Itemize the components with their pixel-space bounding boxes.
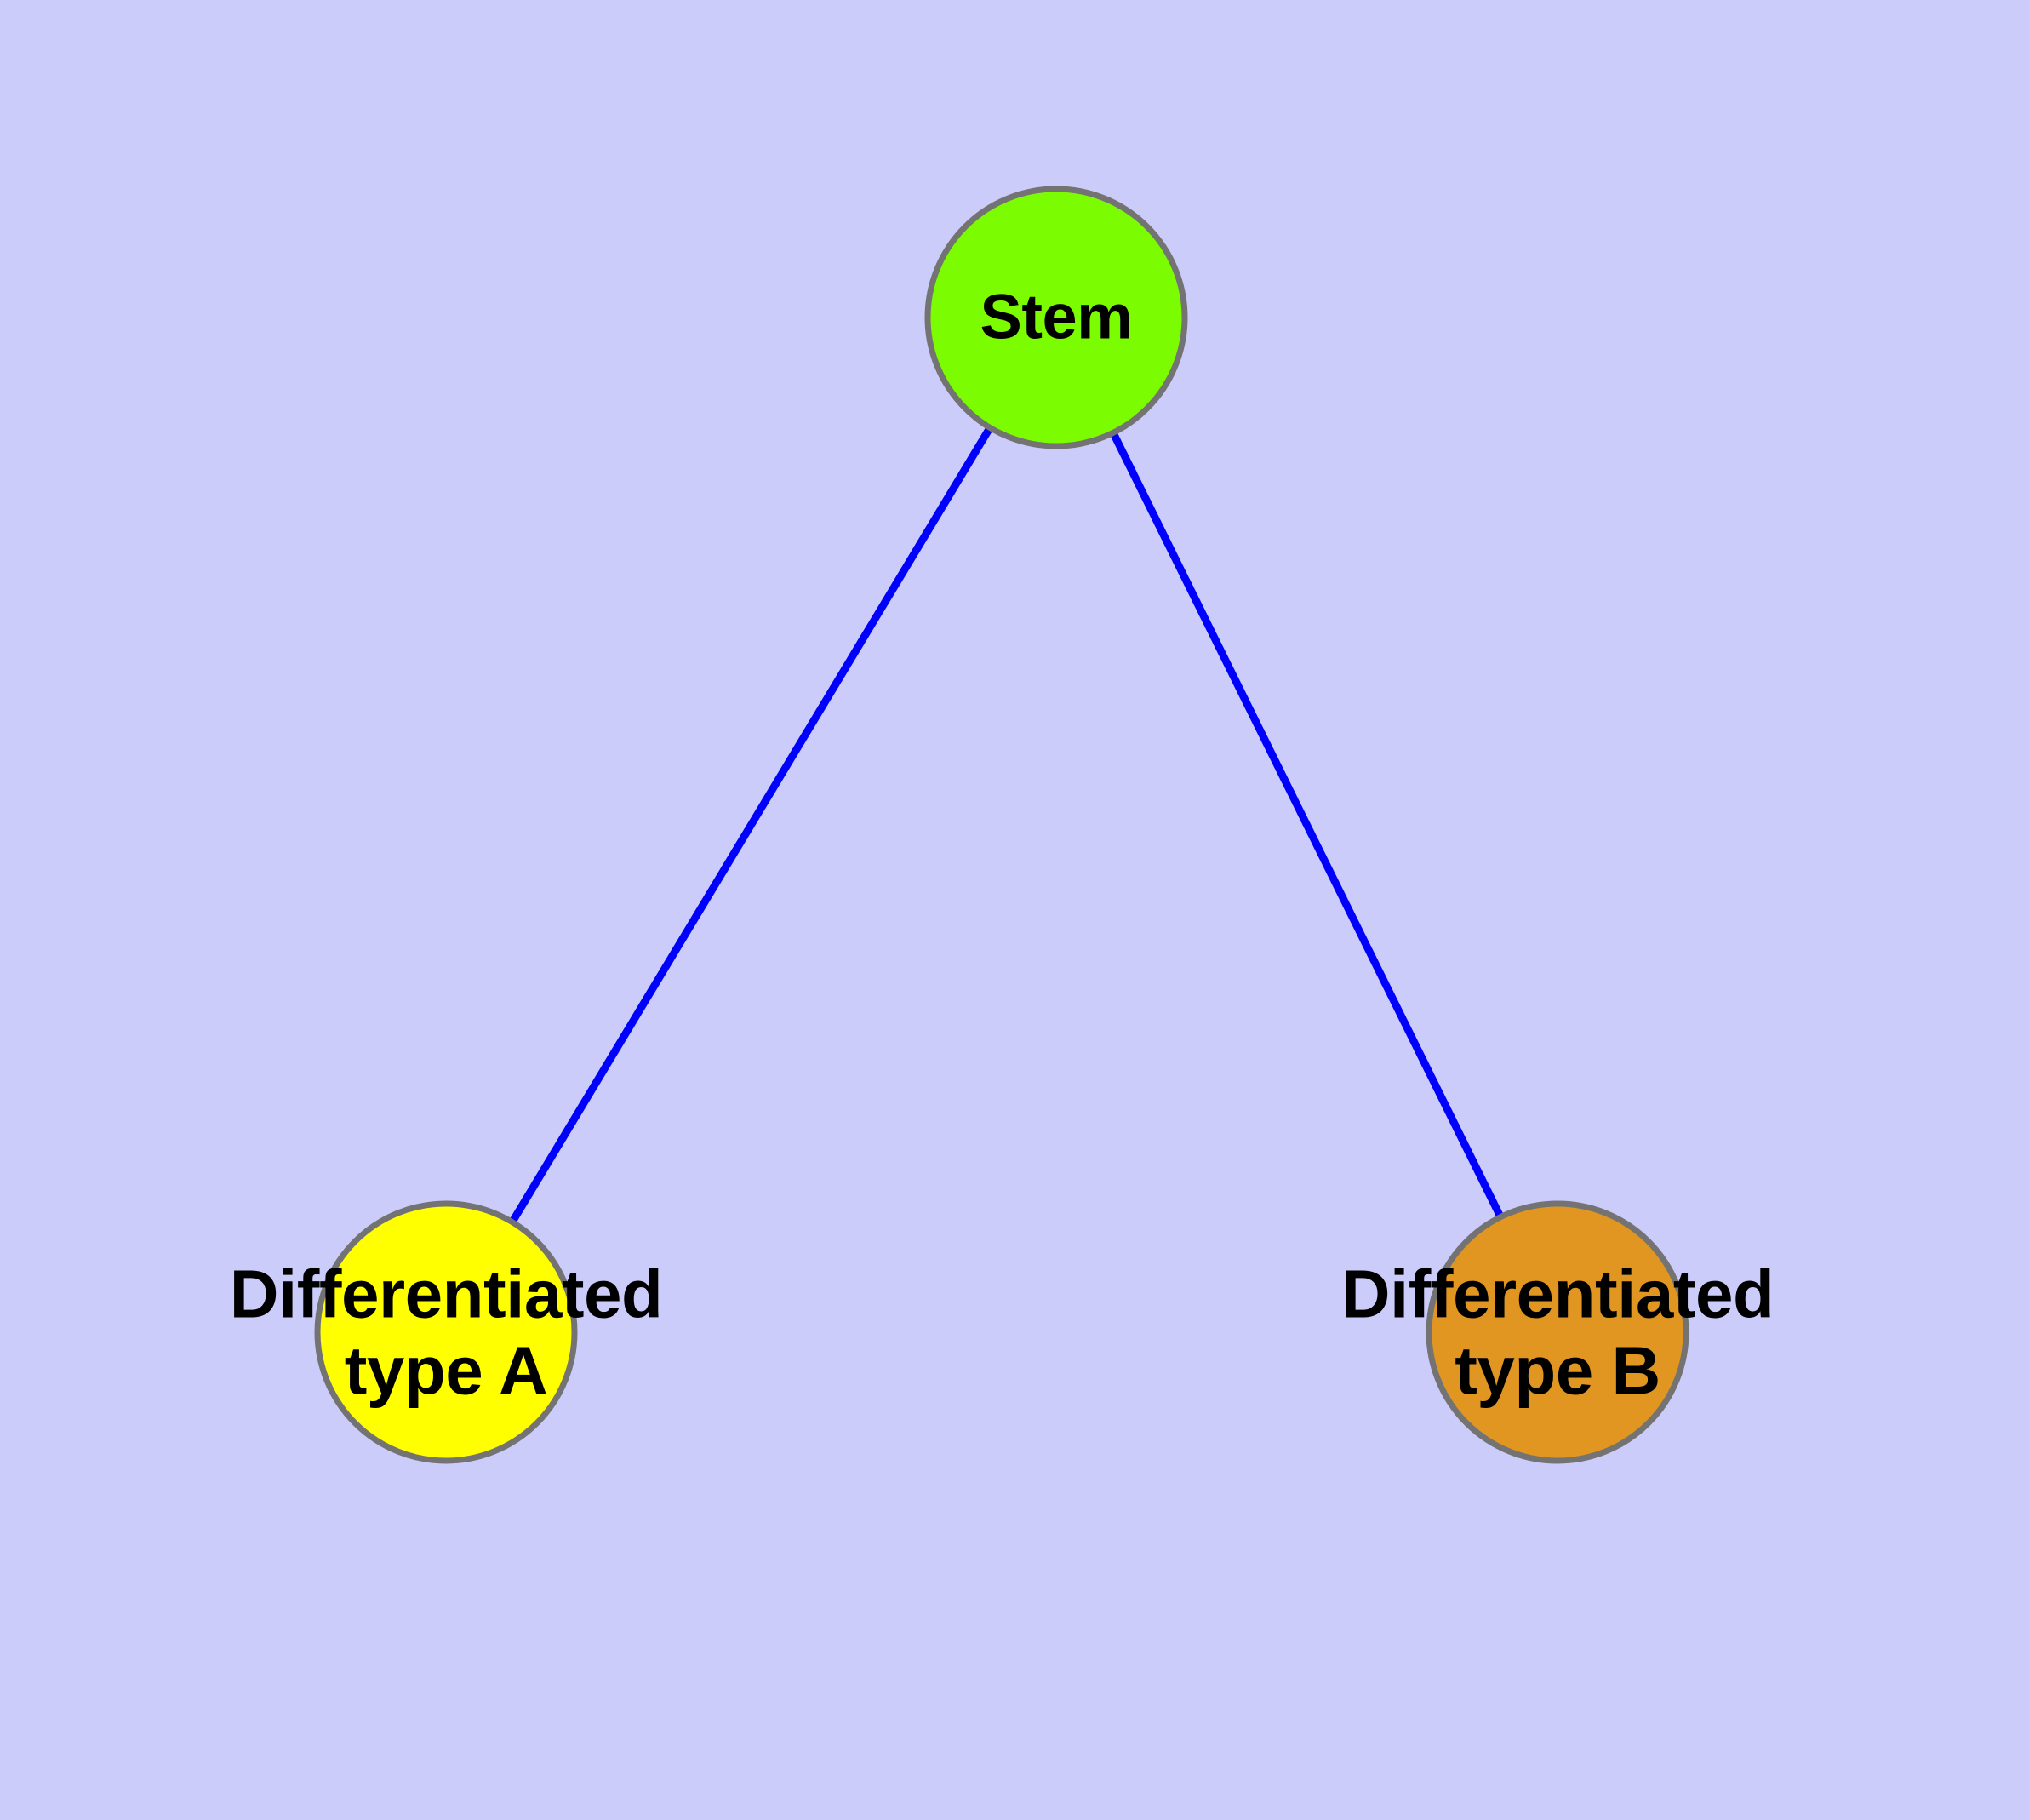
node-diff-b[interactable] [1426,1200,1689,1464]
edge-stem-to-diff-b[interactable] [1109,431,1505,1219]
node-diff-a[interactable] [314,1200,578,1464]
edge-stem-to-diff-a[interactable] [508,426,994,1224]
node-stem[interactable] [924,186,1188,449]
node-layer [314,186,1689,1464]
edge-layer [508,426,1505,1224]
